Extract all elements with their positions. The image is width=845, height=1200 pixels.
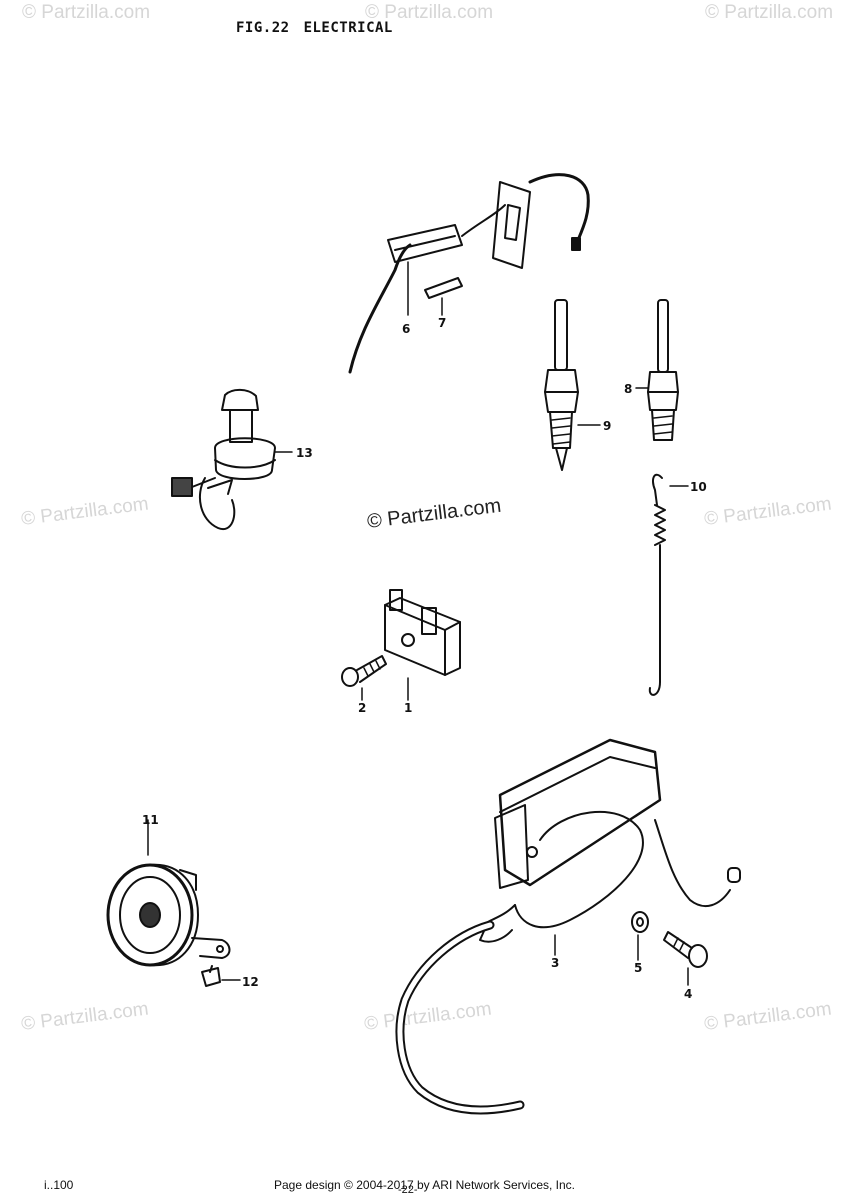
callout-4: 4 xyxy=(684,987,692,1001)
callout-1: 1 xyxy=(404,701,412,715)
callout-6: 6 xyxy=(402,322,410,336)
watermark: © Partzilla.com xyxy=(363,999,493,1035)
callout-2: 2 xyxy=(358,701,366,715)
fuse-holder-drawing xyxy=(348,173,590,374)
watermark: © Partzilla.com xyxy=(703,999,833,1035)
figure-number: FIG.22 xyxy=(236,20,290,36)
callout-8: 8 xyxy=(624,382,632,396)
ignition-coil-drawing xyxy=(395,738,741,1115)
watermark: © Partzilla.com xyxy=(703,494,833,530)
figure-title: FIG.22 ELECTRICAL xyxy=(236,20,407,36)
watermark: © Partzilla.com xyxy=(20,999,150,1035)
ignition-switch-drawing xyxy=(171,388,293,531)
watermark-center: © Partzilla.com xyxy=(366,495,502,533)
spring-drawing xyxy=(648,473,689,696)
switch-8-drawing xyxy=(635,299,679,441)
footer-credit: Page design © 2004-2017 by ARI Network S… xyxy=(274,1178,576,1192)
footer-page-number: -22- xyxy=(398,1184,418,1196)
switch-9-drawing xyxy=(544,299,601,471)
footer-code: i..100 xyxy=(44,1178,74,1192)
bolt-12-drawing xyxy=(201,965,241,987)
horn-drawing xyxy=(106,819,231,967)
callouts: 6 7 8 9 10 13 2 1 11 12 3 5 4 xyxy=(142,316,707,1001)
screw-2-drawing xyxy=(341,655,387,701)
callout-11: 11 xyxy=(142,813,159,827)
callout-9: 9 xyxy=(603,419,611,433)
figure-name: ELECTRICAL xyxy=(303,20,393,36)
callout-13: 13 xyxy=(296,446,313,460)
rectifier-drawing xyxy=(384,589,461,701)
watermarks: © Partzilla.com © Partzilla.com © Partzi… xyxy=(20,2,833,1035)
watermark: © Partzilla.com xyxy=(22,2,150,23)
washer-5-drawing xyxy=(631,911,649,961)
callout-12: 12 xyxy=(242,975,259,989)
watermark: © Partzilla.com xyxy=(705,2,833,23)
callout-3: 3 xyxy=(551,956,559,970)
callout-5: 5 xyxy=(634,961,642,975)
watermark: © Partzilla.com xyxy=(365,2,493,23)
callout-7: 7 xyxy=(438,316,446,330)
callout-10: 10 xyxy=(690,480,707,494)
screw-4-drawing xyxy=(663,931,708,986)
watermark: © Partzilla.com xyxy=(20,494,150,530)
